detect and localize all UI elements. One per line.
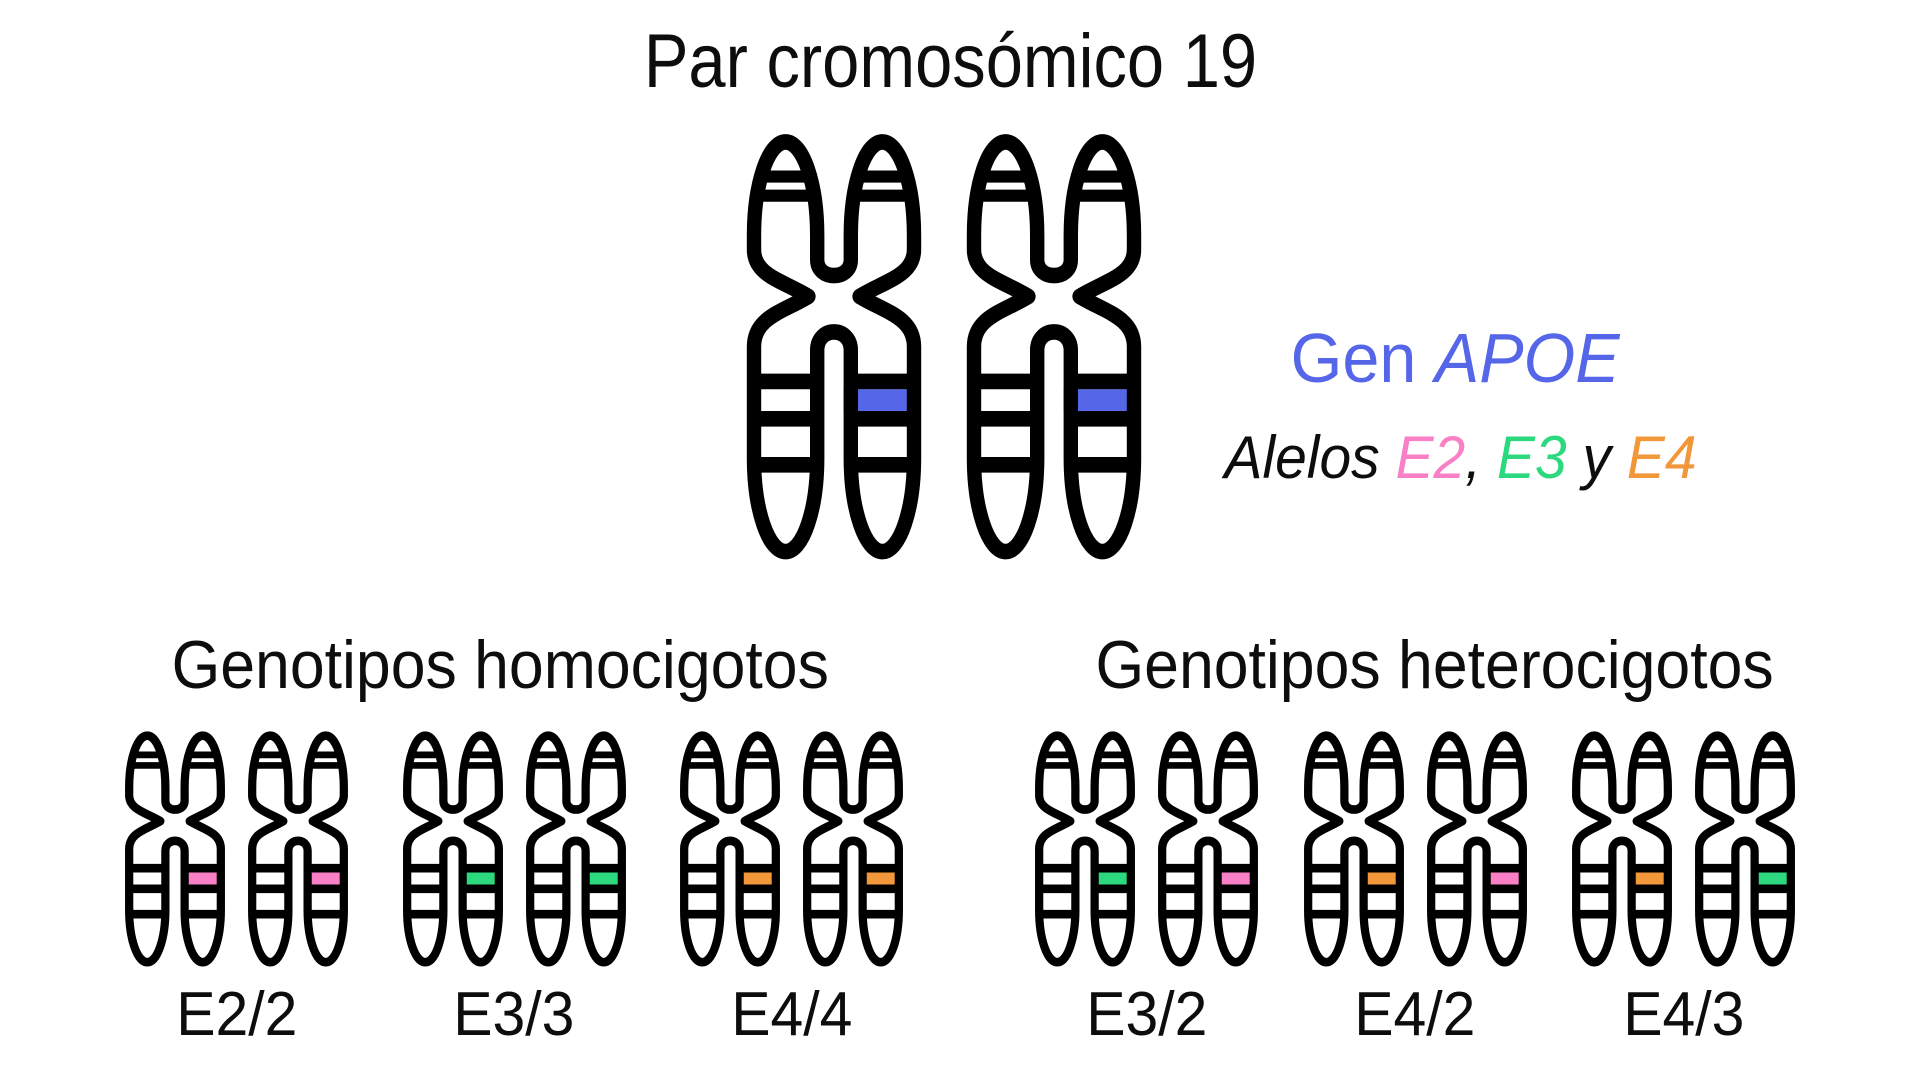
chromosome-body	[129, 735, 221, 963]
genotype-pair-E4-3: E4/3	[1567, 728, 1800, 1046]
chromosome-bands	[531, 751, 620, 919]
chromosome-E4	[803, 731, 903, 967]
allele-separator: ,	[1464, 424, 1497, 491]
chromosome-outline	[1035, 731, 1135, 967]
chromosome-E2	[125, 731, 225, 967]
allele-band-E3	[458, 872, 502, 885]
gene-legend: Gen APOE	[1150, 319, 1760, 397]
chromosome-APOE	[966, 134, 1142, 560]
genotype-pairs-homozygous: E2/2 E3/3 E4/4	[120, 728, 908, 1046]
chromosome-bands	[408, 751, 497, 919]
pair-chromosomes	[1030, 728, 1263, 968]
genotype-label: E3/3	[453, 980, 575, 1049]
heading-homozygous: Genotipos homocigotos	[171, 627, 829, 703]
pair-chromosomes	[120, 728, 353, 968]
pair-chromosomes	[398, 728, 631, 968]
pair-chromosomes	[1567, 728, 1800, 968]
chromosome-E3	[402, 731, 503, 967]
chromosome-pair-19	[738, 128, 1150, 562]
chromosome-body	[754, 141, 914, 552]
allele-band-APOE	[843, 389, 921, 411]
chromosome-body	[406, 735, 499, 963]
chromosome-body	[974, 141, 1134, 552]
allele-band-E4	[735, 872, 780, 885]
chromosome-body	[1039, 735, 1131, 963]
genotype-label: E4/3	[1622, 980, 1745, 1049]
chromosome-outline	[803, 731, 903, 967]
page-title: Par cromosómico 19	[450, 22, 1450, 102]
chromosome-body	[529, 735, 622, 963]
chromosome-body	[1162, 735, 1254, 963]
chromosome-body	[684, 735, 776, 963]
chromosome-outline	[125, 731, 225, 967]
pair-chromosomes	[675, 728, 908, 968]
genotype-label: E4/4	[730, 980, 853, 1049]
chromosome-outline	[1572, 731, 1672, 967]
chromosome-body	[1430, 735, 1523, 963]
chromosome-E4	[1303, 731, 1404, 967]
chromosome-outline	[680, 731, 780, 967]
allele-band-E2	[1482, 872, 1526, 885]
chromosome-E4	[1572, 731, 1672, 967]
allele-e3-label: E3	[1496, 424, 1567, 491]
chromosome-outline	[248, 731, 348, 967]
chromosome-outline	[1426, 731, 1527, 967]
chromosome-body	[1576, 735, 1668, 963]
chromosome-E3	[1695, 731, 1795, 967]
genotype-pair-E2-2: E2/2	[120, 728, 353, 1046]
genotype-pair-E4-2: E4/2	[1299, 728, 1532, 1046]
chromosome-E2	[248, 731, 348, 967]
chromosome-E4	[680, 731, 780, 967]
genotype-label: E2/2	[175, 980, 298, 1049]
allele-band-E4	[858, 872, 903, 885]
chromosome-E2	[1426, 731, 1527, 967]
chromosome-outline	[1695, 731, 1795, 967]
allele-e4-label: E4	[1626, 424, 1697, 491]
chromosome-E3	[1035, 731, 1135, 967]
chromosome-body	[1699, 735, 1791, 963]
genotype-pair-E3-3: E3/3	[398, 728, 631, 1046]
chromosome-bands	[757, 170, 911, 473]
chromosome-E3	[525, 731, 626, 967]
alleles-legend: Alelos E2, E3 y E4	[1150, 426, 1770, 489]
allele-band-E4	[1627, 872, 1672, 885]
allele-band-E3	[581, 872, 625, 885]
page-title-text: Par cromosómico 19	[643, 19, 1257, 104]
allele-e2-label: E2	[1395, 424, 1465, 491]
genotype-pair-E3-2: E3/2	[1030, 728, 1263, 1046]
genotype-pairs-heterozygous: E3/2 E4/2 E4/3	[1030, 728, 1800, 1046]
chromosome-E2	[1158, 731, 1258, 967]
genotype-label: E3/2	[1085, 980, 1208, 1049]
gene-name: APOE	[1434, 319, 1620, 397]
allele-band-APOE	[1063, 389, 1141, 411]
allele-conjunction: y	[1566, 424, 1627, 491]
allele-band-E4	[1359, 872, 1403, 885]
chromosome-outline	[1158, 731, 1258, 967]
chromosome-body	[252, 735, 344, 963]
chromosome-body	[807, 735, 899, 963]
chromosome-outline	[746, 134, 922, 560]
genotype-label: E4/2	[1354, 980, 1476, 1049]
genotype-pair-E4-4: E4/4	[675, 728, 908, 1046]
chromosome-outline	[966, 134, 1142, 560]
allele-band-E2	[180, 872, 225, 885]
allele-band-E3	[1090, 872, 1135, 885]
heading-heterozygous: Genotipos heterocigotos	[1095, 627, 1775, 703]
chromosome-bands	[977, 170, 1131, 473]
chromosome-outline	[1303, 731, 1404, 967]
allele-band-E2	[303, 872, 348, 885]
alleles-prefix: Alelos	[1223, 424, 1396, 491]
allele-band-E2	[1213, 872, 1258, 885]
chromosome-body	[1307, 735, 1400, 963]
pair-chromosomes	[1299, 728, 1532, 968]
chromosome-APOE	[746, 134, 922, 560]
gene-label-prefix: Gen	[1290, 319, 1435, 397]
allele-band-E3	[1750, 872, 1795, 885]
chromosome-outline	[525, 731, 626, 967]
chromosome-outline	[402, 731, 503, 967]
